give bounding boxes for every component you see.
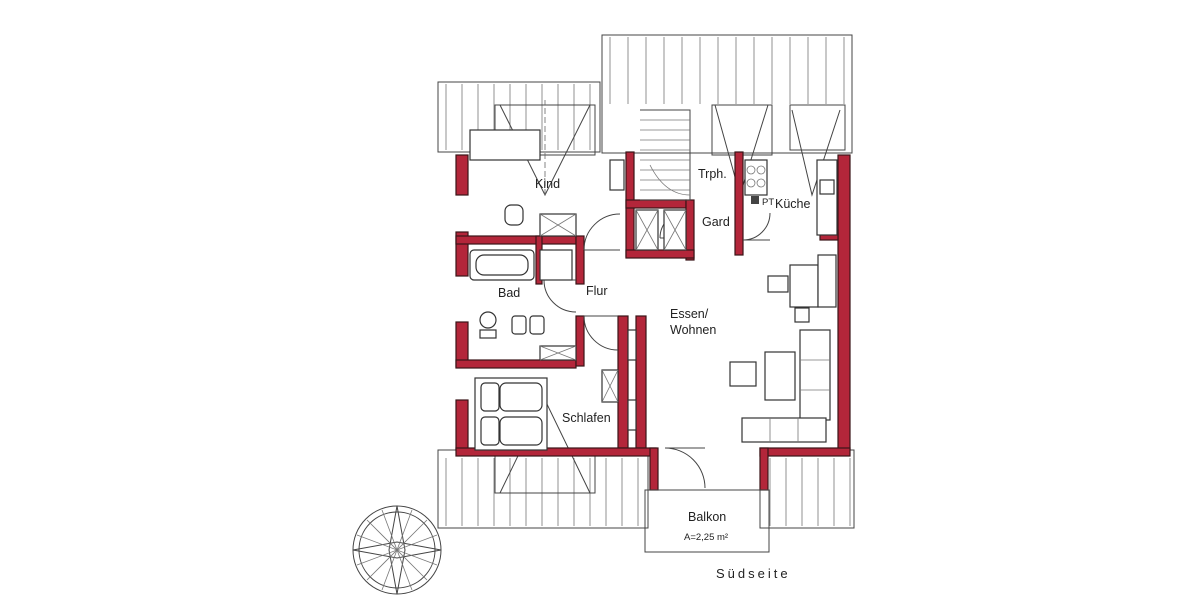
kitchen-fixtures — [744, 159, 838, 236]
orientation-label: Südseite — [716, 566, 791, 581]
cabinets — [539, 159, 687, 431]
bed — [474, 377, 548, 451]
bathroom-fixtures — [469, 129, 573, 339]
label-schlafen: Schlafen — [562, 411, 611, 425]
compass-icon — [352, 505, 442, 595]
label-balkon-area: A=2,25 m² — [684, 532, 728, 543]
living-furniture — [729, 254, 837, 443]
label-kueche: Küche — [775, 197, 810, 211]
label-trph: Trph. — [698, 167, 727, 181]
label-flur: Flur — [586, 284, 608, 298]
label-wohnen: Wohnen — [670, 323, 716, 337]
label-bad: Bad — [498, 286, 520, 300]
label-gard: Gard — [702, 215, 730, 229]
walls — [455, 151, 851, 491]
label-pt: PT — [762, 197, 774, 208]
label-kind: Kind — [535, 177, 560, 191]
label-essen: Essen/ — [670, 307, 709, 321]
balcony — [644, 489, 770, 553]
room-labels: Kind Trph. Gard PT Küche Bad Flur Essen/… — [498, 167, 810, 581]
staircase — [640, 109, 691, 201]
label-balkon: Balkon — [688, 510, 726, 524]
